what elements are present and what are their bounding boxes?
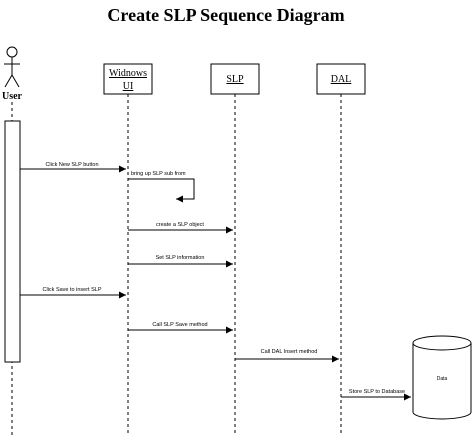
actor-label: User <box>2 91 23 102</box>
msg-3-label: create a SLP object <box>156 222 204 228</box>
msg-8-label: Store SLP to Database <box>349 389 405 395</box>
msg-4-label: Set SLP information <box>156 255 205 261</box>
database-label: Data <box>437 376 448 382</box>
diagram-title: Create SLP Sequence Diagram <box>107 5 344 25</box>
msg-7-label: Call DAL Insert method <box>261 349 318 355</box>
windows-ui-box <box>103 63 153 95</box>
slp-box <box>210 63 260 95</box>
msg-2-arrow <box>128 178 195 203</box>
msg-5-label: Click Save to insert SLP <box>43 287 102 293</box>
user-actor-icon <box>4 46 20 88</box>
msg-2-label: bring up SLP sub from <box>131 171 186 177</box>
dal-label: DAL <box>331 74 352 85</box>
msg-6-label: Call SLP Save method <box>152 322 207 328</box>
msg-1-label: Click New SLP button <box>45 162 98 168</box>
windows-ui-label-line2: UI <box>123 81 134 92</box>
windows-ui-label-line1: Widnows <box>109 68 147 79</box>
user-activation-bar <box>4 120 21 363</box>
database-icon <box>412 335 472 420</box>
slp-label: SLP <box>226 74 244 85</box>
